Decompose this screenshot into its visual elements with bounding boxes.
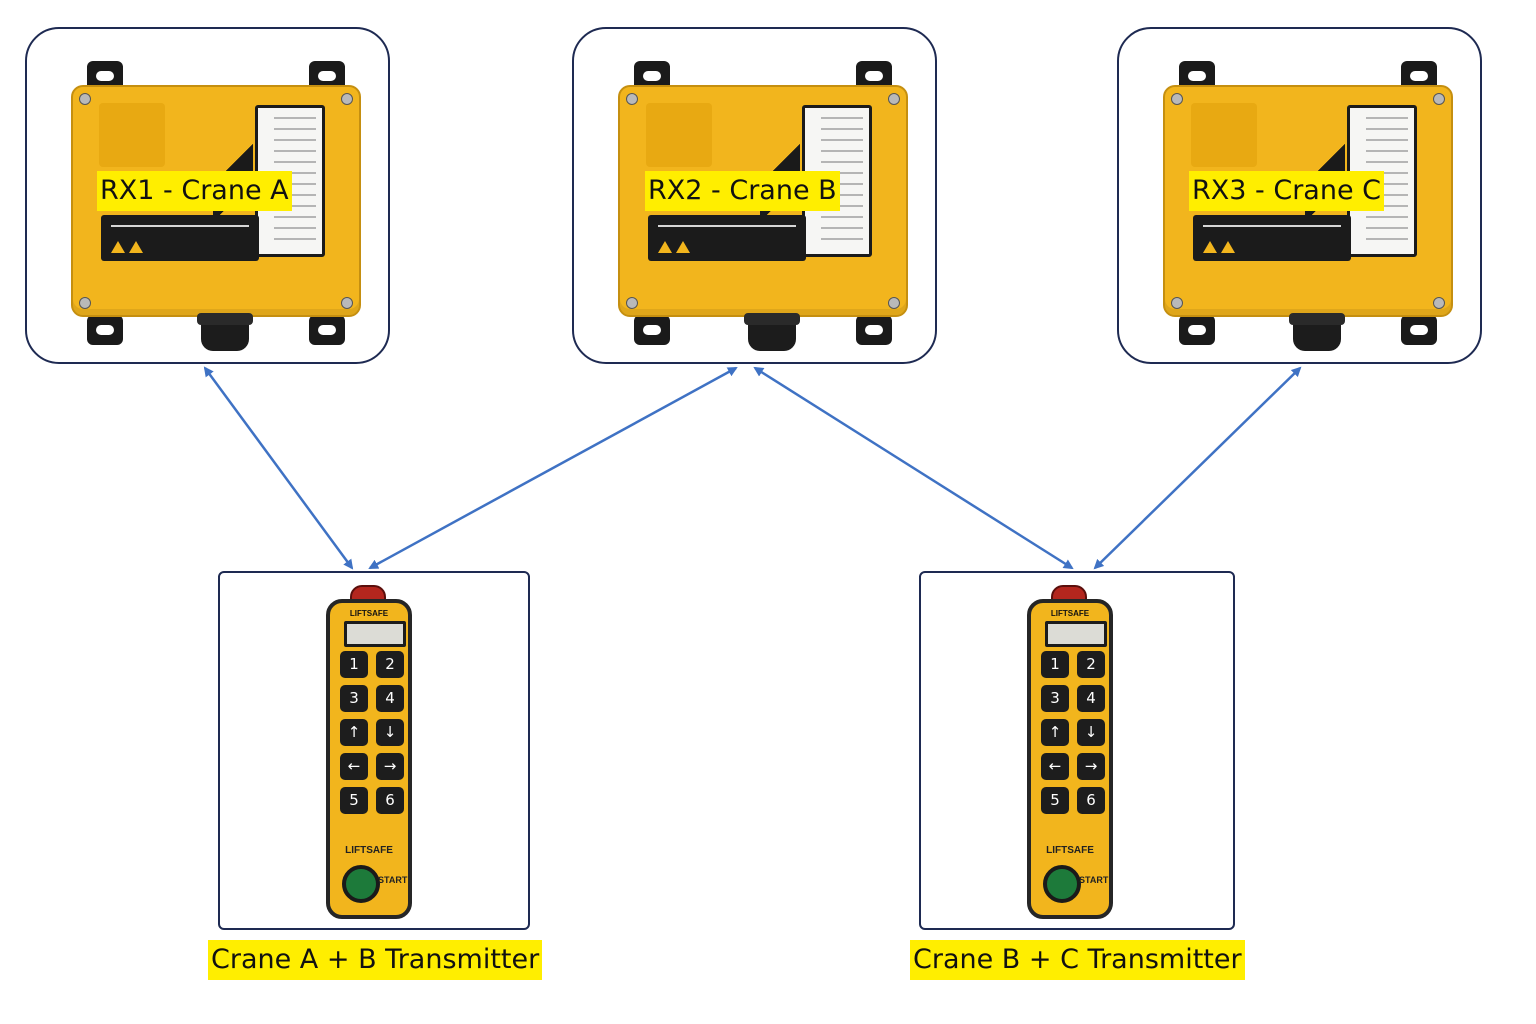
keypad-key: ↓ [1077,719,1105,746]
keypad-key: ↑ [1041,719,1069,746]
arrow-tx1-rx1 [203,366,354,570]
keypad-key: → [1077,753,1105,780]
receiver-card-2: RX2 - Crane B [572,27,937,364]
arrow-tx2-rx2 [753,366,1074,570]
transmitter-card-2: LIFTSAFE 1 2 3 4 ↑ ↓ ← → 5 6 LIFTSAFE ST… [919,571,1235,930]
receiver-card-3: RX3 - Crane C [1117,27,1482,364]
transmitter-device-image: LIFTSAFE 1 2 3 4 ↑ ↓ ← → 5 6 LIFTSAFE ST… [1023,585,1119,921]
receiver-label: RX3 - Crane C [1189,171,1384,211]
transmitter-keypad: 1 2 3 4 ↑ ↓ ← → 5 6 [340,651,406,814]
transmitter-display [1045,621,1107,647]
keypad-key: 2 [1077,651,1105,678]
transmitter-brand: LIFTSAFE [1050,609,1090,618]
receiver-label: RX1 - Crane A [97,171,292,211]
keypad-key: 4 [376,685,404,712]
keypad-key: 1 [340,651,368,678]
receiver-label: RX2 - Crane B [645,171,840,211]
transmitter-label: Crane B + C Transmitter [910,940,1245,980]
keypad-key: 6 [376,787,404,814]
transmitter-logo: LIFTSAFE [1046,845,1094,856]
keypad-key: 6 [1077,787,1105,814]
keypad-key: 1 [1041,651,1069,678]
keypad-key: 3 [1041,685,1069,712]
transmitter-device-image: LIFTSAFE 1 2 3 4 ↑ ↓ ← → 5 6 LIFTSAFE ST… [322,585,418,921]
start-button-icon [342,865,380,903]
keypad-key: ← [1041,753,1069,780]
keypad-key: 3 [340,685,368,712]
keypad-key: 5 [340,787,368,814]
transmitter-brand: LIFTSAFE [349,609,389,618]
transmitter-logo: LIFTSAFE [345,845,393,856]
keypad-key: 2 [376,651,404,678]
keypad-key: 4 [1077,685,1105,712]
keypad-key: 5 [1041,787,1069,814]
transmitter-display [344,621,406,647]
keypad-key: ↑ [340,719,368,746]
keypad-key: → [376,753,404,780]
start-button-icon [1043,865,1081,903]
transmitter-label: Crane A + B Transmitter [208,940,543,980]
arrow-tx1-rx2 [368,366,738,570]
transmitter-keypad: 1 2 3 4 ↑ ↓ ← → 5 6 [1041,651,1107,814]
start-label: START [1079,875,1109,885]
receiver-card-1: RX1 - Crane A [25,27,390,364]
start-label: START [378,875,408,885]
keypad-key: ← [340,753,368,780]
keypad-key: ↓ [376,719,404,746]
arrow-tx2-rx3 [1093,366,1302,570]
transmitter-card-1: LIFTSAFE 1 2 3 4 ↑ ↓ ← → 5 6 LIFTSAFE ST… [218,571,530,930]
